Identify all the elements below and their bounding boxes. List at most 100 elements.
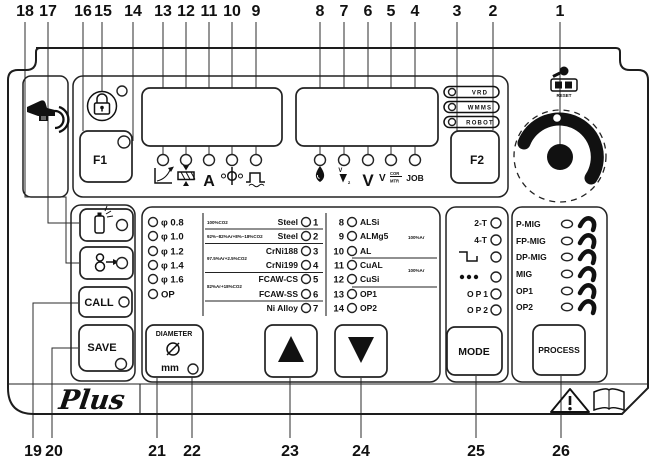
mat-2-led xyxy=(300,230,312,242)
mat-3-led xyxy=(300,245,312,257)
mat-5-name: FCAW-CS xyxy=(259,274,299,284)
mat-12-num: 12 xyxy=(333,275,344,286)
left-buttons-box xyxy=(70,204,136,382)
robot-pill xyxy=(443,115,500,129)
gas-group-cu: 100%Ar xyxy=(408,268,425,273)
callout-12: 12 xyxy=(177,3,195,20)
mat-10-name: AL xyxy=(360,246,371,256)
mat-11-led xyxy=(346,259,358,271)
callout-20: 20 xyxy=(45,443,63,460)
lock-led xyxy=(116,85,128,97)
process-pmig-label: P-MIG xyxy=(516,219,541,229)
call-button[interactable] xyxy=(78,286,133,318)
mat-13-num: 13 xyxy=(333,290,344,301)
mat-1-num: 1 xyxy=(313,218,319,229)
droplet-led xyxy=(313,153,327,167)
voltage-correction-icon: V COR MTR xyxy=(379,171,402,184)
process-op1-led xyxy=(560,286,574,296)
diameter-button[interactable] xyxy=(145,324,204,378)
process-fpmig-label: FP-MIG xyxy=(516,236,546,246)
callout-25: 25 xyxy=(467,443,485,460)
crater-step-icon xyxy=(459,251,478,262)
knob-marker xyxy=(553,114,561,122)
mode-crater-led xyxy=(490,251,502,263)
process-mig-label: MIG xyxy=(516,269,532,279)
dia-12-label: φ 1.2 xyxy=(161,247,184,258)
callout-9: 9 xyxy=(252,3,261,20)
mode-2t-label: 2-T xyxy=(474,218,488,228)
mat-1-name: Steel xyxy=(278,217,298,227)
torch-icon xyxy=(580,218,594,230)
dia-16-label: φ 1.6 xyxy=(161,275,184,286)
torch-remote-icon xyxy=(27,100,70,134)
mode-button[interactable] xyxy=(446,326,503,376)
f2-button[interactable] xyxy=(450,130,500,184)
mode-op2-led xyxy=(490,304,502,316)
gas-group-al: 100%Ar xyxy=(408,235,425,240)
vrd-led xyxy=(447,87,457,97)
down-arrow-icon xyxy=(348,337,374,363)
mat-4-led xyxy=(300,259,312,271)
mat-8-num: 8 xyxy=(339,218,344,229)
right-display xyxy=(295,87,439,147)
manual-book-icon xyxy=(593,388,625,412)
callout-4: 4 xyxy=(411,3,420,20)
callout-23: 23 xyxy=(281,443,299,460)
mat-7-num: 7 xyxy=(313,304,318,315)
svg-text:MTR: MTR xyxy=(390,179,399,184)
brand-logo: Plus xyxy=(56,385,127,416)
materials-left-column: 100%CO2 Steel 1 92%~82%Ar+8%~18%CO2 Stee… xyxy=(205,216,323,315)
mat-9-num: 9 xyxy=(339,232,344,243)
callout-11: 11 xyxy=(201,3,218,20)
robot-led xyxy=(447,117,457,127)
call-label: CALL xyxy=(84,297,114,309)
f1-label: F1 xyxy=(93,153,107,167)
dia-14-label: φ 1.4 xyxy=(161,261,184,272)
mat-12-name: CuSi xyxy=(360,274,379,284)
trigger-mode-box xyxy=(445,206,509,383)
trigger-mode-list: 2-T 4-T OP1 OP2 xyxy=(459,217,502,316)
callout-10: 10 xyxy=(223,3,241,20)
mat-7-led xyxy=(300,302,312,314)
encoder-knob[interactable] xyxy=(513,109,607,203)
gas-row2: 92%~82%Ar+8%~18%CO2 xyxy=(207,234,263,239)
wire-inch-button[interactable] xyxy=(79,246,134,280)
process-fpmig-led xyxy=(560,236,574,246)
amperage-led xyxy=(202,153,216,167)
knob-arc xyxy=(517,112,604,185)
remote-panel xyxy=(22,75,69,198)
svg-text:z: z xyxy=(348,180,351,185)
mat-2-num: 2 xyxy=(313,232,318,243)
callout-1: 1 xyxy=(556,3,565,20)
job-led xyxy=(408,153,422,167)
process-op2-label: OP2 xyxy=(516,302,533,312)
save-label: SAVE xyxy=(87,342,116,354)
mat-9-name: ALMg5 xyxy=(360,231,389,241)
warning-icon xyxy=(550,388,590,413)
mode-op2-label: OP2 xyxy=(467,305,490,315)
mat-8-led xyxy=(346,216,358,228)
mat-6-name: FCAW-SS xyxy=(259,289,298,299)
callout-19: 19 xyxy=(24,443,42,460)
torch-icon xyxy=(580,268,594,280)
mat-9-led xyxy=(346,230,358,242)
arc-length-icon: V z xyxy=(338,168,351,185)
mode-op1-led xyxy=(490,288,502,300)
vrd-pill xyxy=(443,85,500,99)
synergic-icon xyxy=(154,166,174,184)
mat-3-num: 3 xyxy=(313,247,318,258)
panel-outline xyxy=(7,47,649,415)
left-display xyxy=(141,87,283,147)
svg-text:V: V xyxy=(338,168,343,174)
process-box xyxy=(511,206,608,383)
synergic-led xyxy=(156,153,170,167)
process-label: PROCESS xyxy=(538,345,580,355)
wmms-label: WMMS xyxy=(468,106,492,112)
callout-14: 14 xyxy=(124,3,142,20)
mat-13-name: OP1 xyxy=(360,289,377,299)
process-button[interactable] xyxy=(532,324,586,376)
gas-check-button[interactable] xyxy=(79,208,134,242)
knob-center[interactable] xyxy=(547,144,573,170)
diameter-icon xyxy=(221,167,243,185)
